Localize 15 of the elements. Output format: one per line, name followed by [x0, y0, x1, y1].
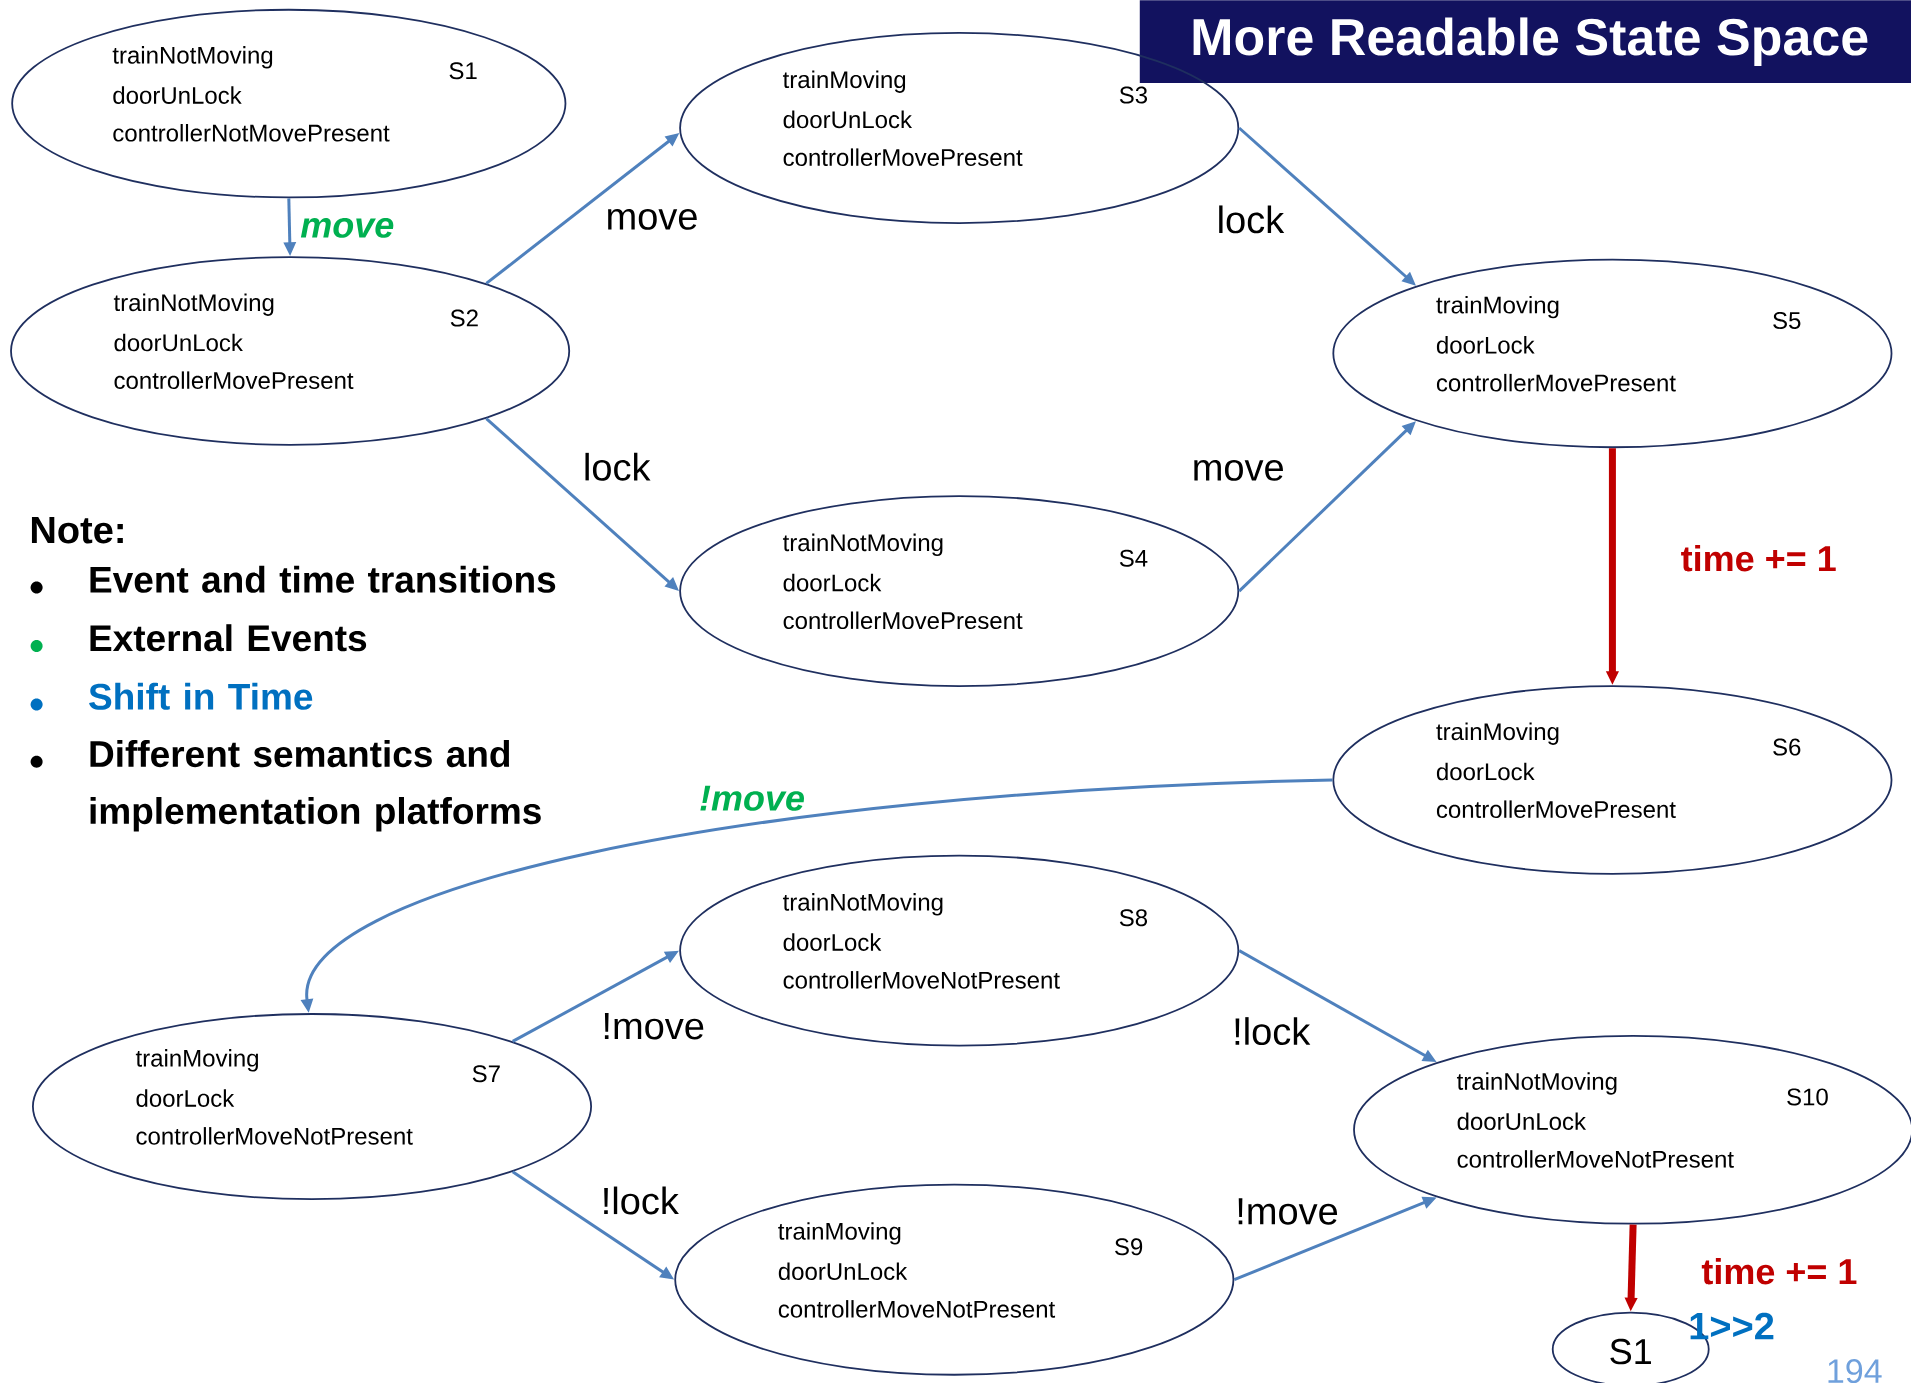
edge-label: !move [697, 783, 808, 813]
edge-label: time += 1 [1699, 1256, 1860, 1287]
note-text: 194 [1828, 1359, 1882, 1383]
edge-label: lock [580, 450, 653, 483]
title-banner: More Readable State Space [1139, 0, 1911, 84]
note-text: Note: [31, 516, 123, 544]
legend-text: External Events [90, 624, 367, 652]
edge-label: move [298, 216, 397, 240]
edge-label: move [1189, 458, 1287, 483]
edge-label: time += 1 [1678, 543, 1839, 574]
legend-text: Shift in Time [89, 682, 313, 710]
legend-text: Event and time transitions [90, 565, 556, 593]
note-text: 1>>2 [1690, 1312, 1774, 1340]
legend-text: Different semantics and implementation platforms [90, 740, 541, 832]
edge-label: !move [1233, 1196, 1341, 1227]
